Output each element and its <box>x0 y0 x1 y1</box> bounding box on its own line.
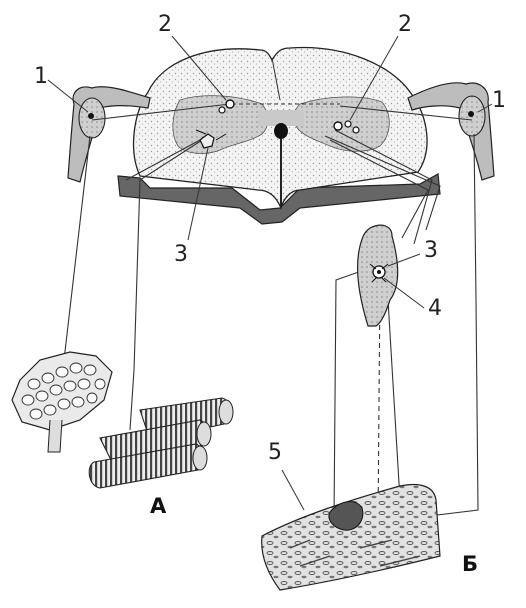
autonomic-ganglion <box>358 225 398 326</box>
organ-tissue <box>262 485 440 590</box>
skeletal-muscle <box>89 398 233 488</box>
label-1-left: 1 <box>34 66 48 88</box>
label-3-right: 3 <box>424 240 438 262</box>
spinal-cord <box>118 48 440 224</box>
label-2-right: 2 <box>398 14 412 36</box>
label-1-right: 1 <box>492 90 506 112</box>
label-4: 4 <box>428 298 442 320</box>
panel-label-a: А <box>150 496 166 517</box>
label-5: 5 <box>268 442 282 464</box>
skin-epithelium <box>12 352 112 452</box>
label-2-left: 2 <box>158 14 172 36</box>
panel-label-b: Б <box>462 554 478 575</box>
label-3-left: 3 <box>174 244 188 266</box>
